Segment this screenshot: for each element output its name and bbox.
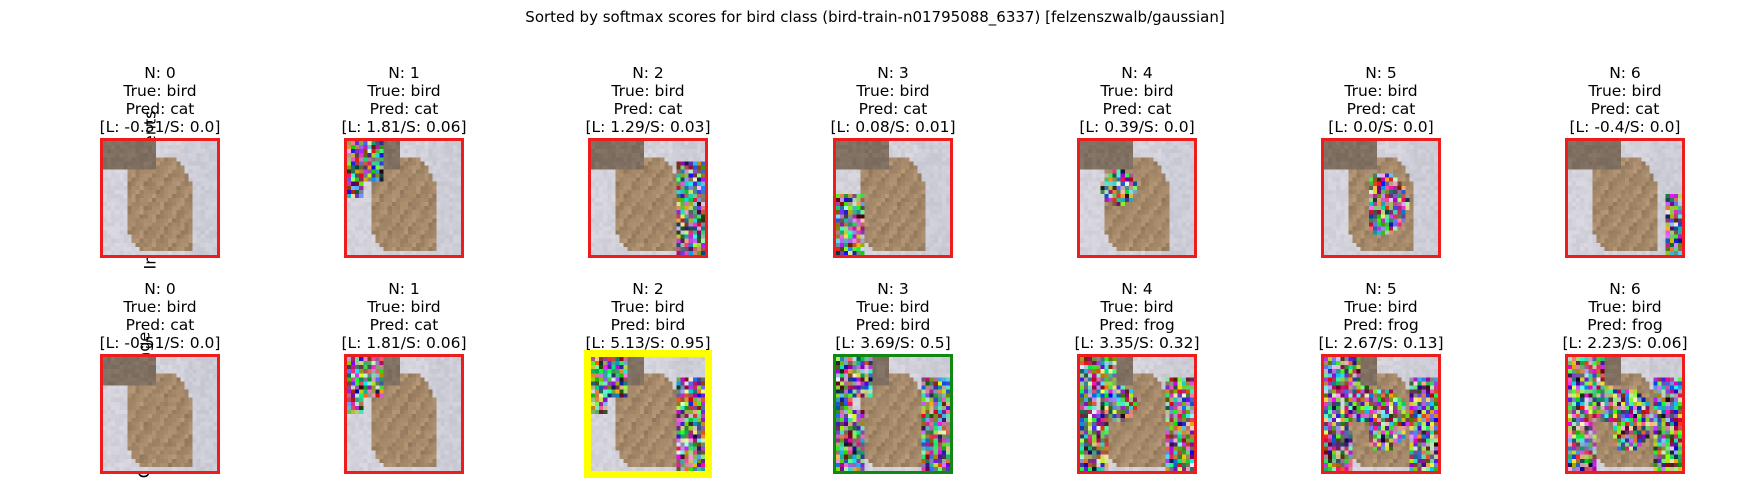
thumbnail-image (584, 350, 712, 478)
caption-n: N: 4 (1121, 280, 1153, 298)
caption-pred-label: Pred: cat (1590, 100, 1660, 118)
thumbnail-image (833, 138, 953, 258)
caption-true-label: True: bird (1588, 82, 1662, 100)
caption-true-label: True: bird (1344, 298, 1418, 316)
caption-n: N: 0 (144, 64, 176, 82)
thumbnail-image (344, 138, 464, 258)
caption-n: N: 2 (632, 280, 664, 298)
thumbnail-image (1077, 138, 1197, 258)
caption-scores: [L: -0.4/S: 0.0] (1569, 118, 1681, 136)
caption-pred-label: Pred: cat (369, 100, 439, 118)
caption-scores: [L: 1.81/S: 0.06] (341, 334, 467, 352)
caption-n: N: 2 (632, 64, 664, 82)
thumbnail-image (344, 354, 464, 474)
thumbnail-image (833, 354, 953, 474)
caption-scores: [L: 1.29/S: 0.03] (585, 118, 711, 136)
caption-n: N: 5 (1365, 64, 1397, 82)
caption-n: N: 1 (388, 280, 420, 298)
caption-pred-label: Pred: cat (125, 316, 195, 334)
caption-scores: [L: 1.81/S: 0.06] (341, 118, 467, 136)
caption-true-label: True: bird (1100, 82, 1174, 100)
caption-pred-label: Pred: cat (858, 100, 928, 118)
caption-true-label: True: bird (123, 298, 197, 316)
caption-n: N: 3 (877, 280, 909, 298)
thumbnail-image (1321, 354, 1441, 474)
thumbnail-image (588, 138, 708, 258)
caption-scores: [L: 0.0/S: 0.0] (1328, 118, 1434, 136)
caption-true-label: True: bird (1344, 82, 1418, 100)
caption-pred-label: Pred: bird (855, 316, 931, 334)
caption-scores: [L: 3.35/S: 0.32] (1074, 334, 1200, 352)
caption-n: N: 4 (1121, 64, 1153, 82)
caption-pred-label: Pred: cat (369, 316, 439, 334)
caption-pred-label: Pred: frog (1343, 316, 1419, 334)
caption-pred-label: Pred: cat (1102, 100, 1172, 118)
caption-pred-label: Pred: bird (610, 316, 686, 334)
caption-scores: [L: -0.51/S: 0.0] (99, 334, 221, 352)
thumbnail-image (100, 354, 220, 474)
caption-true-label: True: bird (123, 82, 197, 100)
caption-pred-label: Pred: cat (1346, 100, 1416, 118)
thumbnail-image (1321, 138, 1441, 258)
caption-pred-label: Pred: frog (1099, 316, 1175, 334)
caption-true-label: True: bird (611, 298, 685, 316)
caption-pred-label: Pred: cat (125, 100, 195, 118)
caption-scores: [L: -0.51/S: 0.0] (99, 118, 221, 136)
figure-title: Sorted by softmax scores for bird class … (525, 8, 1225, 26)
thumbnail-image (1565, 138, 1685, 258)
caption-n: N: 1 (388, 64, 420, 82)
caption-scores: [L: 0.08/S: 0.01] (830, 118, 956, 136)
caption-true-label: True: bird (611, 82, 685, 100)
caption-pred-label: Pred: cat (613, 100, 683, 118)
caption-true-label: True: bird (1100, 298, 1174, 316)
thumbnail-image (1565, 354, 1685, 474)
caption-true-label: True: bird (367, 82, 441, 100)
caption-true-label: True: bird (367, 298, 441, 316)
caption-true-label: True: bird (1588, 298, 1662, 316)
caption-scores: [L: 5.13/S: 0.95] (585, 334, 711, 352)
caption-true-label: True: bird (856, 82, 930, 100)
thumbnail-image (100, 138, 220, 258)
caption-n: N: 5 (1365, 280, 1397, 298)
caption-n: N: 6 (1609, 280, 1641, 298)
caption-scores: [L: 3.69/S: 0.5] (835, 334, 951, 352)
caption-scores: [L: 0.39/S: 0.0] (1079, 118, 1195, 136)
thumbnail-image (1077, 354, 1197, 474)
caption-true-label: True: bird (856, 298, 930, 316)
caption-n: N: 3 (877, 64, 909, 82)
caption-scores: [L: 2.67/S: 0.13] (1318, 334, 1444, 352)
caption-n: N: 6 (1609, 64, 1641, 82)
caption-pred-label: Pred: frog (1587, 316, 1663, 334)
caption-n: N: 0 (144, 280, 176, 298)
caption-scores: [L: 2.23/S: 0.06] (1562, 334, 1688, 352)
